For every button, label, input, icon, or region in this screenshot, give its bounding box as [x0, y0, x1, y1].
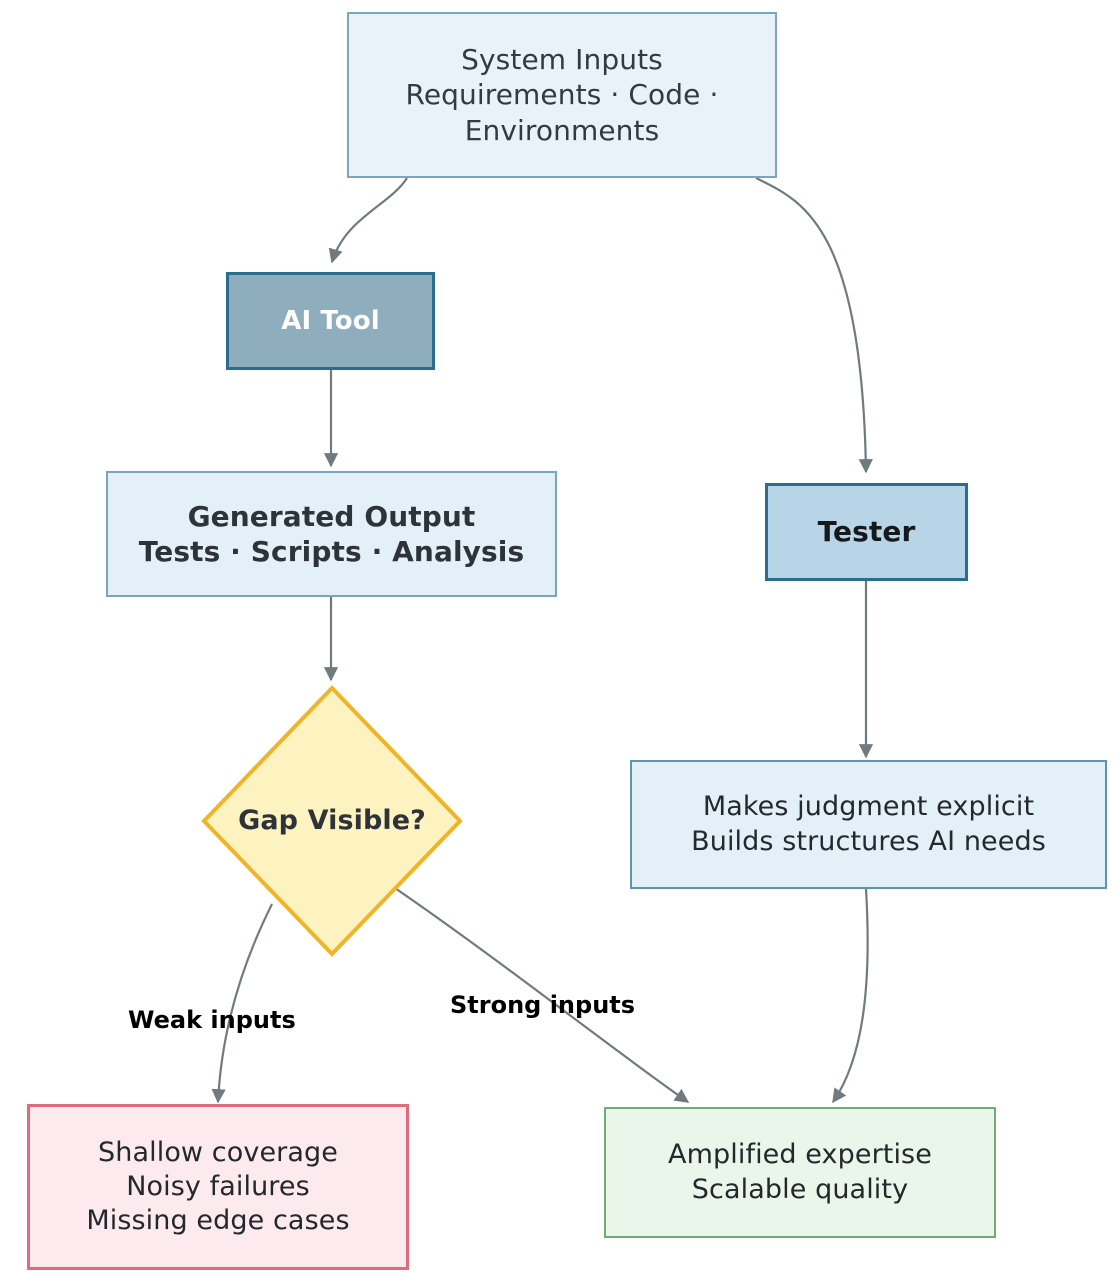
node-gap-visible-label: Gap Visible? [238, 804, 426, 836]
diamond-shape [201, 685, 463, 957]
node-judgment-explicit-label: Makes judgment explicit Builds structure… [691, 791, 1046, 857]
edge-gap-visible-to-strong-outcome [391, 885, 690, 1103]
node-generated-output-label: Generated Output Tests · Scripts · Analy… [138, 499, 525, 568]
node-tester-label: Tester [817, 515, 916, 549]
node-ai-tool[interactable]: AI Tool [226, 272, 435, 370]
node-gap-visible[interactable]: Gap Visible? [201, 685, 463, 957]
edge-label-strong-inputs: Strong inputs [450, 991, 636, 1019]
edge-gap-visible-to-weak-outcome [211, 903, 273, 1104]
edge-judgment-explicit-to-strong-outcome [832, 888, 869, 1104]
node-judgment-explicit[interactable]: Makes judgment explicit Builds structure… [630, 760, 1107, 889]
edge-system-inputs-to-ai-tool [328, 177, 408, 264]
node-system-inputs[interactable]: System Inputs Requirements · Code · Envi… [347, 12, 777, 178]
node-weak-outcome-label: Shallow coverage Noisy failures Missing … [86, 1136, 350, 1236]
edge-system-inputs-to-tester [755, 177, 873, 474]
node-weak-outcome[interactable]: Shallow coverage Noisy failures Missing … [27, 1104, 409, 1270]
node-tester[interactable]: Tester [765, 483, 968, 581]
node-strong-outcome[interactable]: Amplified expertise Scalable quality [604, 1107, 996, 1238]
node-ai-tool-label: AI Tool [281, 305, 380, 336]
edge-label-weak-inputs: Weak inputs [128, 1006, 296, 1034]
node-generated-output[interactable]: Generated Output Tests · Scripts · Analy… [106, 471, 557, 597]
node-strong-outcome-label: Amplified expertise Scalable quality [668, 1139, 932, 1205]
node-system-inputs-label: System Inputs Requirements · Code · Envi… [405, 43, 719, 147]
